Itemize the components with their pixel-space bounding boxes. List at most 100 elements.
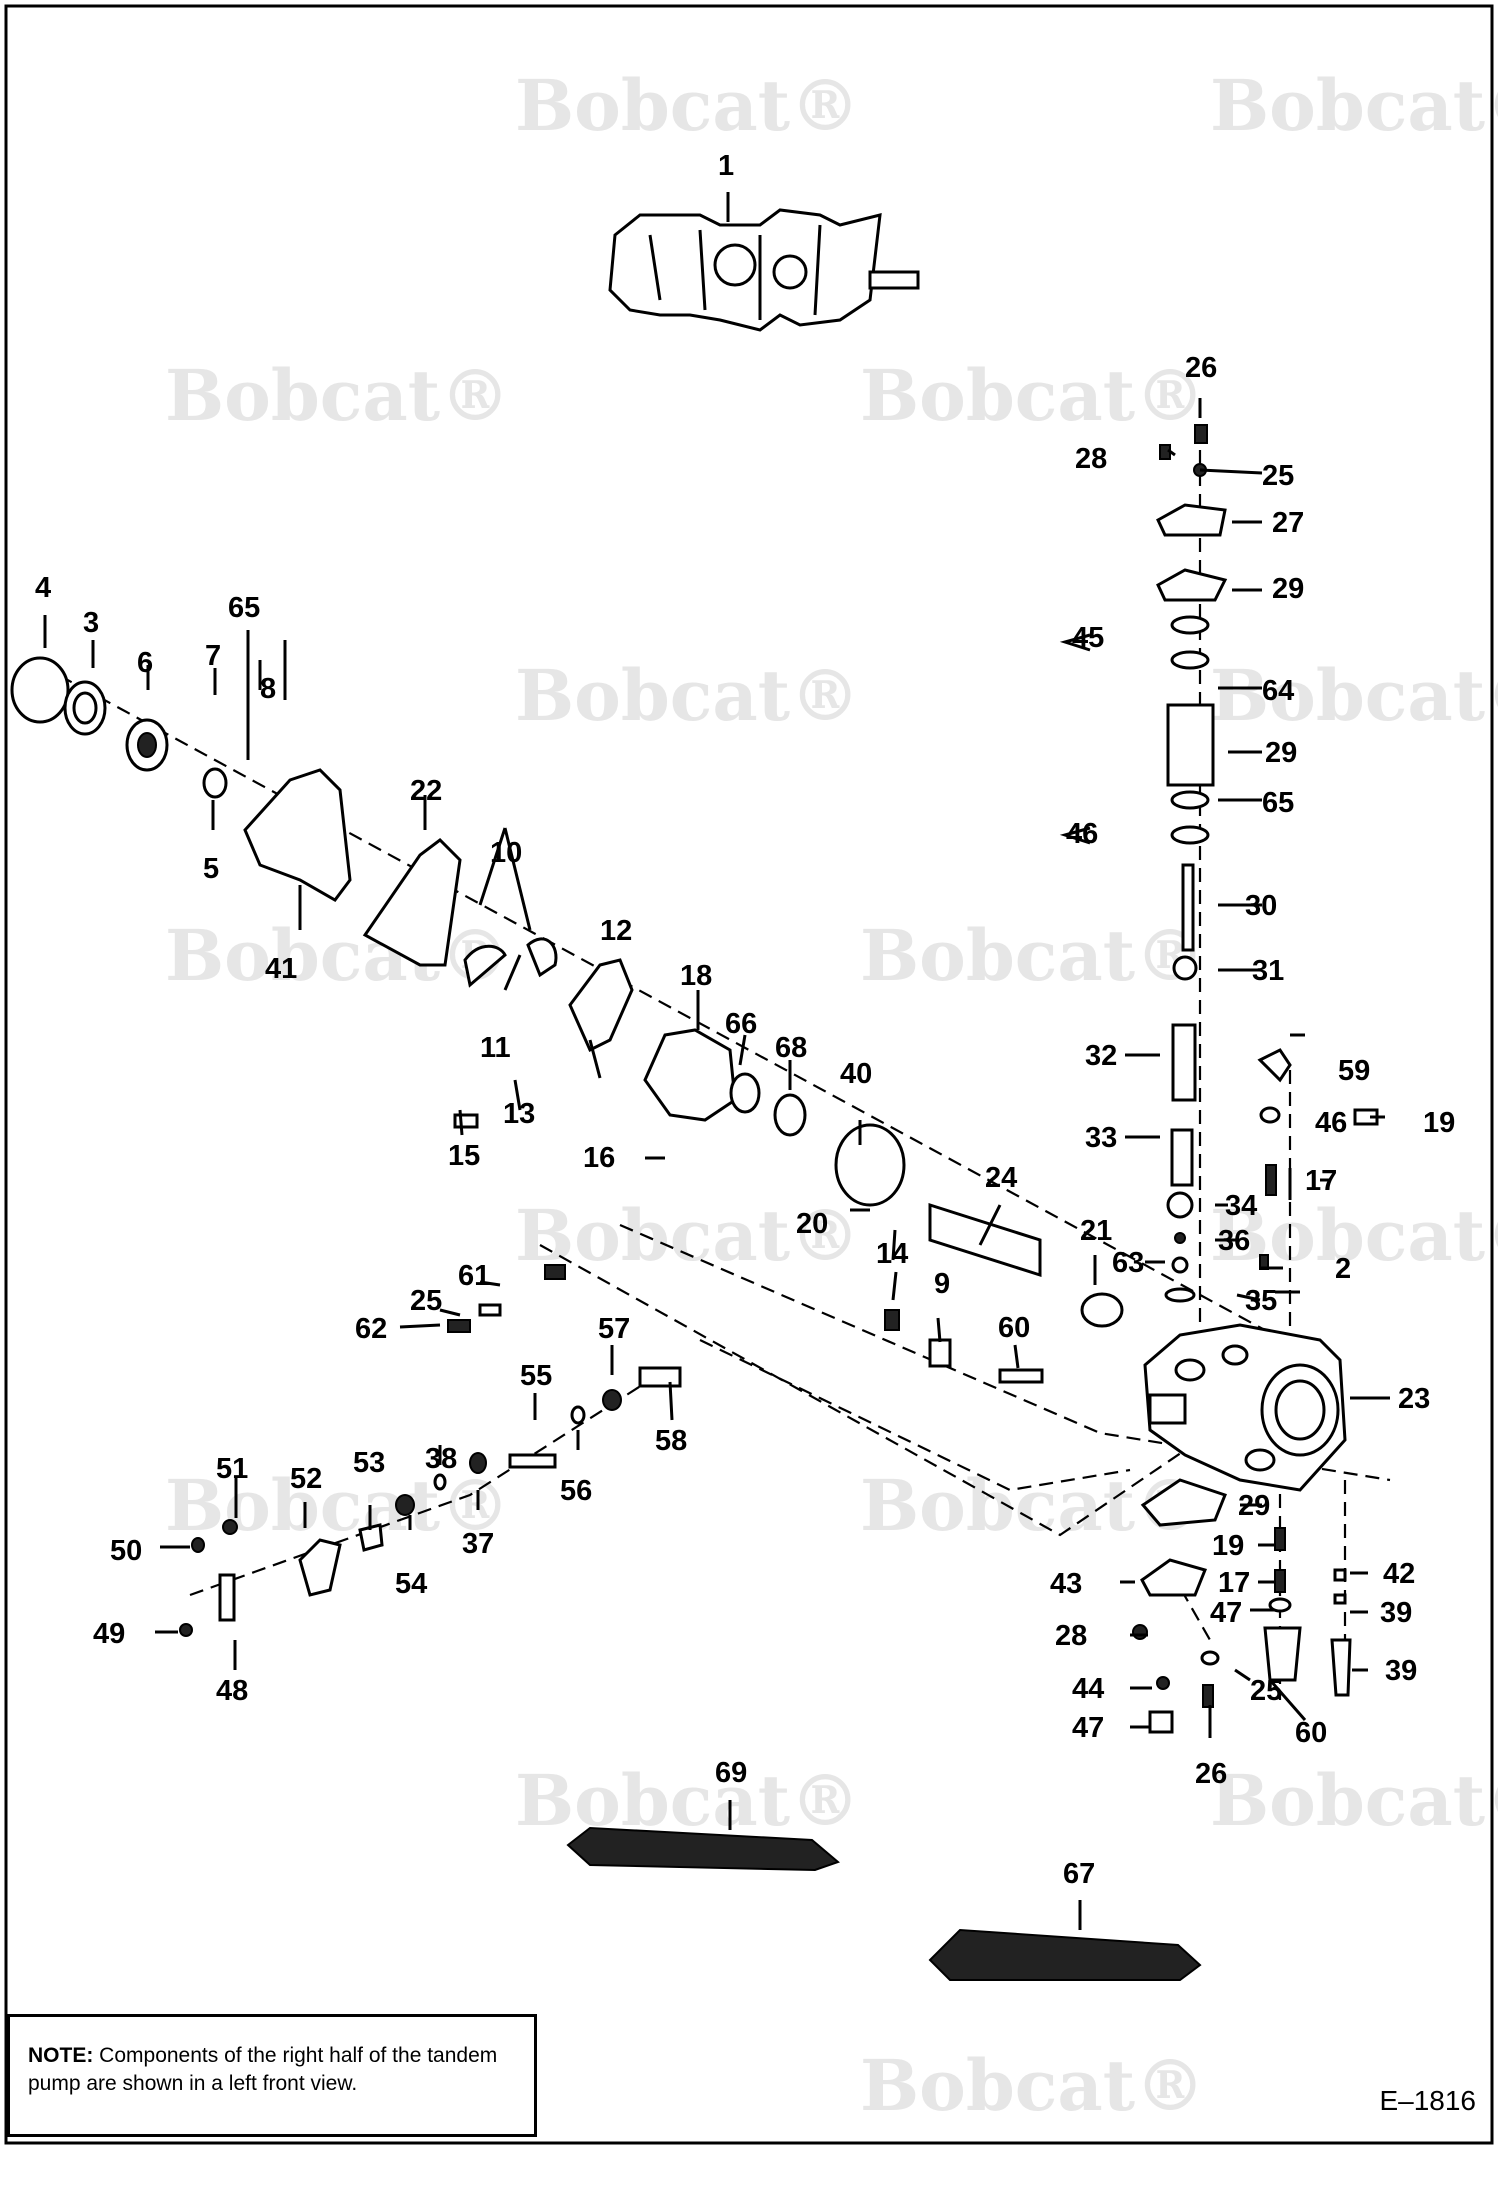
callout-19: 19 [1423, 1107, 1455, 1139]
callout-54: 53 [353, 1447, 385, 1479]
watermark-text: Bobcat® [860, 2044, 1205, 2127]
callout-26b: 26 [1195, 1758, 1227, 1790]
callout-15: 15 [448, 1140, 480, 1172]
callout-14: 14 [876, 1238, 908, 1270]
decals [566, 1826, 1202, 1981]
callout-63: 62 [355, 1313, 387, 1345]
watermark-layer: Bobcat® Bobcat® Bobcat® Bobcat® Bobcat® Bobca… [165, 64, 1498, 2127]
callout-59: 58 [655, 1425, 687, 1457]
callout-55: 54 [395, 1568, 427, 1600]
callout-25: 25 [1262, 460, 1294, 492]
callout-42: 41 [265, 953, 297, 985]
callout-9: 9 [934, 1268, 950, 1300]
callout-69: 68 [775, 1032, 807, 1064]
callout-40: 39 [1385, 1655, 1417, 1687]
callout-17b: 17 [1218, 1567, 1250, 1599]
callout-70: 69 [715, 1757, 747, 1789]
callout-49: 48 [216, 1675, 248, 1707]
callout-4: 4 [35, 572, 51, 604]
note-label: NOTE: [28, 2044, 94, 2067]
left-parts [10, 656, 1124, 1637]
callout-47b: 47 [1210, 1597, 1242, 1629]
callout-29b: 29 [1238, 1490, 1270, 1522]
watermark-text: Bobcat® [165, 1464, 510, 1547]
callout-64: 63 [1112, 1247, 1144, 1279]
callout-39: 38 [425, 1443, 457, 1475]
callout-11: 11 [480, 1032, 511, 1064]
callout-35: 34 [1225, 1190, 1257, 1222]
center-lines [39, 450, 1391, 1700]
callout-27: 27 [1272, 507, 1304, 539]
callout-61: 60 [998, 1312, 1030, 1344]
watermark-text: Bobcat® [1210, 654, 1498, 737]
watermark-text: Bobcat® [860, 914, 1205, 997]
callout-56: 55 [520, 1360, 552, 1392]
watermark-text: Bobcat® [515, 654, 860, 737]
callout-18: 18 [680, 960, 712, 992]
callout-25c: 25 [1250, 1675, 1282, 1707]
callout-58: 57 [598, 1313, 630, 1345]
callout-60: 59 [1338, 1055, 1370, 1087]
callout-16: 16 [583, 1142, 615, 1174]
callout-57: 56 [560, 1475, 592, 1507]
watermark-text: Bobcat® [165, 354, 510, 437]
callout-24: 24 [985, 1162, 1017, 1194]
callout-8: 8 [260, 673, 276, 705]
callout-45: 44 [1072, 1673, 1104, 1705]
watermark-text: Bobcat® [1210, 1759, 1498, 1842]
callout-6: 6 [137, 647, 153, 679]
callout-65: 64 [1262, 675, 1294, 707]
callout-25b: 25 [410, 1285, 442, 1317]
callout-28b: 28 [1055, 1620, 1087, 1652]
callout-12: 12 [600, 915, 632, 947]
callout-46b: 46 [1066, 818, 1098, 850]
callout-50: 49 [93, 1618, 125, 1650]
callout-39b: 39 [1380, 1597, 1412, 1629]
callout-36: 35 [1245, 1285, 1277, 1317]
callout-68: 67 [1063, 1858, 1095, 1890]
callout-67: 66 [725, 1008, 757, 1040]
callout-52: 51 [216, 1453, 248, 1485]
callout-17: 17 [1305, 1165, 1337, 1197]
callout-62: 61 [458, 1260, 490, 1292]
callout-29: 29 [1272, 573, 1304, 605]
watermark-text: Bobcat® [860, 354, 1205, 437]
right-stack-parts [1156, 424, 1379, 1303]
callout-47: 46 [1315, 1107, 1347, 1139]
callout-33: 32 [1085, 1040, 1117, 1072]
callout-7: 7 [205, 640, 221, 672]
note-body: Components of the right half of the tand… [28, 2044, 498, 2095]
callout-66: 65 [228, 592, 260, 624]
callout-43: 42 [1383, 1558, 1415, 1590]
callout-34: 33 [1085, 1122, 1117, 1154]
watermark-text: Bobcat® [515, 64, 860, 147]
figure-code: E–1816 [1379, 2085, 1476, 2116]
callout-21: 21 [1080, 1215, 1112, 1247]
pump-housing [1143, 1323, 1347, 1492]
callout-20: 20 [796, 1208, 828, 1240]
callout-2: 2 [1335, 1253, 1351, 1285]
callout-28: 28 [1075, 443, 1107, 475]
callout-19b: 19 [1212, 1530, 1244, 1562]
callout-41: 40 [840, 1058, 872, 1090]
callout-22: 22 [410, 775, 442, 807]
callout-5: 5 [203, 853, 219, 885]
watermark-text: Bobcat® [165, 914, 510, 997]
callout-10: 10 [490, 837, 522, 869]
callout-32: 31 [1252, 955, 1284, 987]
callout-13: 13 [503, 1098, 535, 1130]
callout-53: 52 [290, 1463, 322, 1495]
callout-44: 43 [1050, 1568, 1082, 1600]
note-text: NOTE: Components of the right half of th… [28, 2042, 528, 2098]
callout-51: 50 [110, 1535, 142, 1567]
callout-48: 47 [1072, 1712, 1104, 1744]
callout-37: 36 [1218, 1225, 1250, 1257]
callout-46: 45 [1072, 622, 1104, 654]
watermark-text: Bobcat® [1210, 64, 1498, 147]
watermark-text: Bobcat® [515, 1194, 860, 1277]
callout-60b: 60 [1295, 1717, 1327, 1749]
tandem-pump-icon [608, 208, 920, 332]
callout-65b: 65 [1262, 787, 1294, 819]
diagram-border [4, 4, 1494, 2145]
